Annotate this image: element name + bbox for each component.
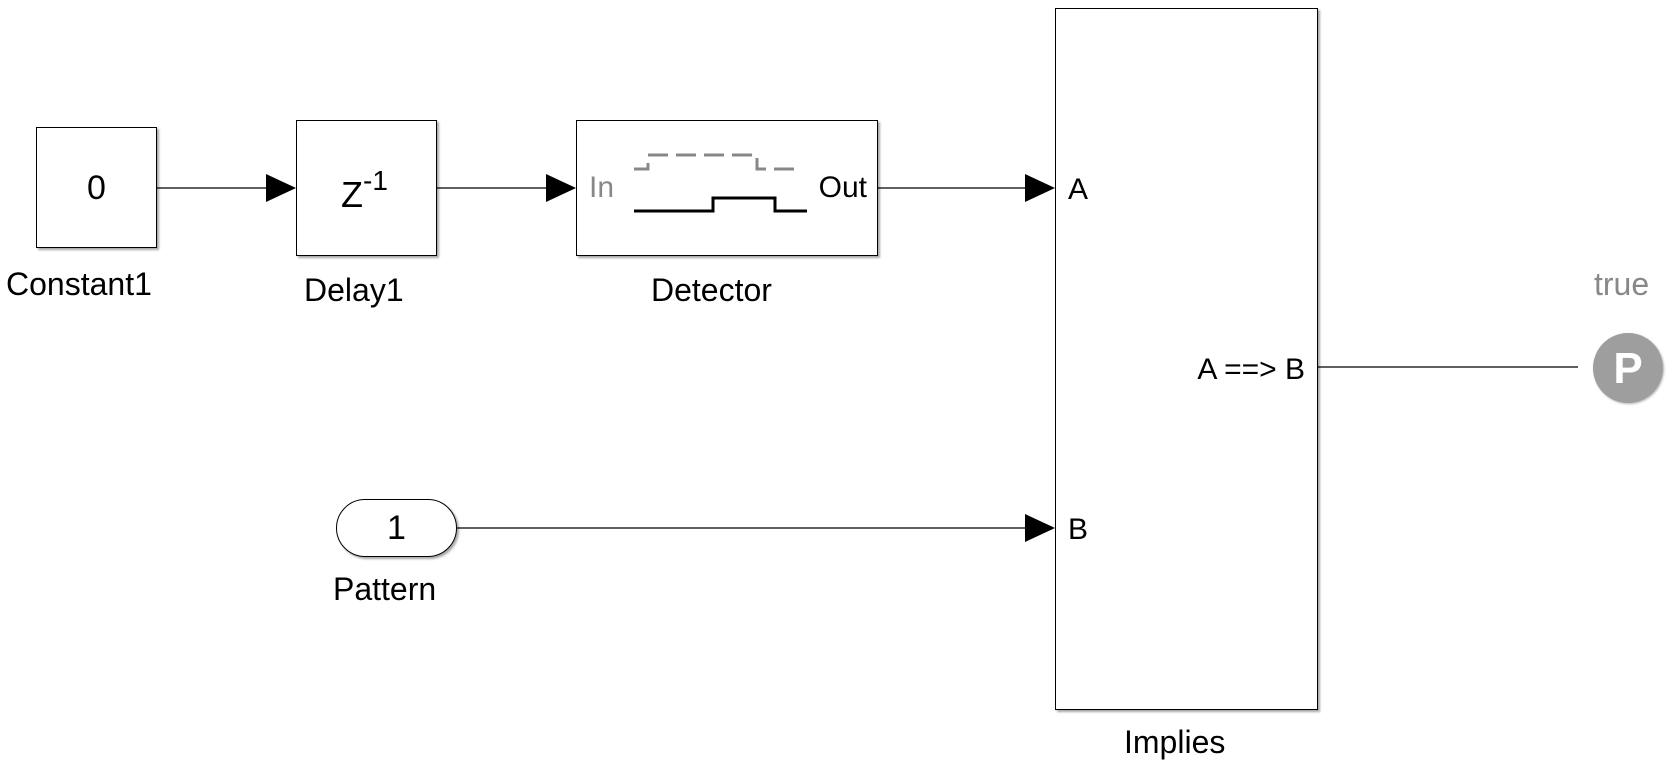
delay-block-label[interactable]: Delay1: [304, 272, 404, 308]
arrow-detector-input: [546, 174, 576, 202]
implies-port-a-label: A: [1068, 173, 1089, 206]
implies-port-b-label: B: [1068, 513, 1089, 546]
proof-status-label: true: [1594, 266, 1650, 302]
proof-glyph: P: [1613, 344, 1643, 393]
pattern-inport[interactable]: 1: [336, 499, 457, 557]
delay-symbol: Z-1: [341, 165, 388, 215]
arrow-implies-b-input: [1025, 514, 1055, 542]
detector-block-label[interactable]: Detector: [651, 272, 772, 308]
implies-block-label[interactable]: Implies: [1124, 724, 1226, 760]
detector-in-port-label: In: [589, 171, 615, 204]
constant-block[interactable]: 0: [36, 127, 157, 248]
arrow-delay-input: [266, 174, 296, 202]
delay-block[interactable]: Z-1: [296, 120, 437, 256]
detector-block[interactable]: In Out: [576, 120, 878, 256]
pattern-value: 1: [387, 509, 406, 547]
implies-out-port-label: A ==> B: [1197, 353, 1305, 386]
arrow-implies-a-input: [1025, 174, 1055, 202]
pattern-block-label[interactable]: Pattern: [333, 571, 437, 607]
implies-block[interactable]: A B A ==> B: [1055, 8, 1318, 710]
constant-value: 0: [87, 169, 106, 207]
proof-objective-icon[interactable]: P: [1593, 333, 1663, 403]
constant-block-label[interactable]: Constant1: [6, 266, 152, 302]
detector-waveform-icon: [634, 153, 807, 213]
detector-out-port-label: Out: [818, 171, 867, 204]
